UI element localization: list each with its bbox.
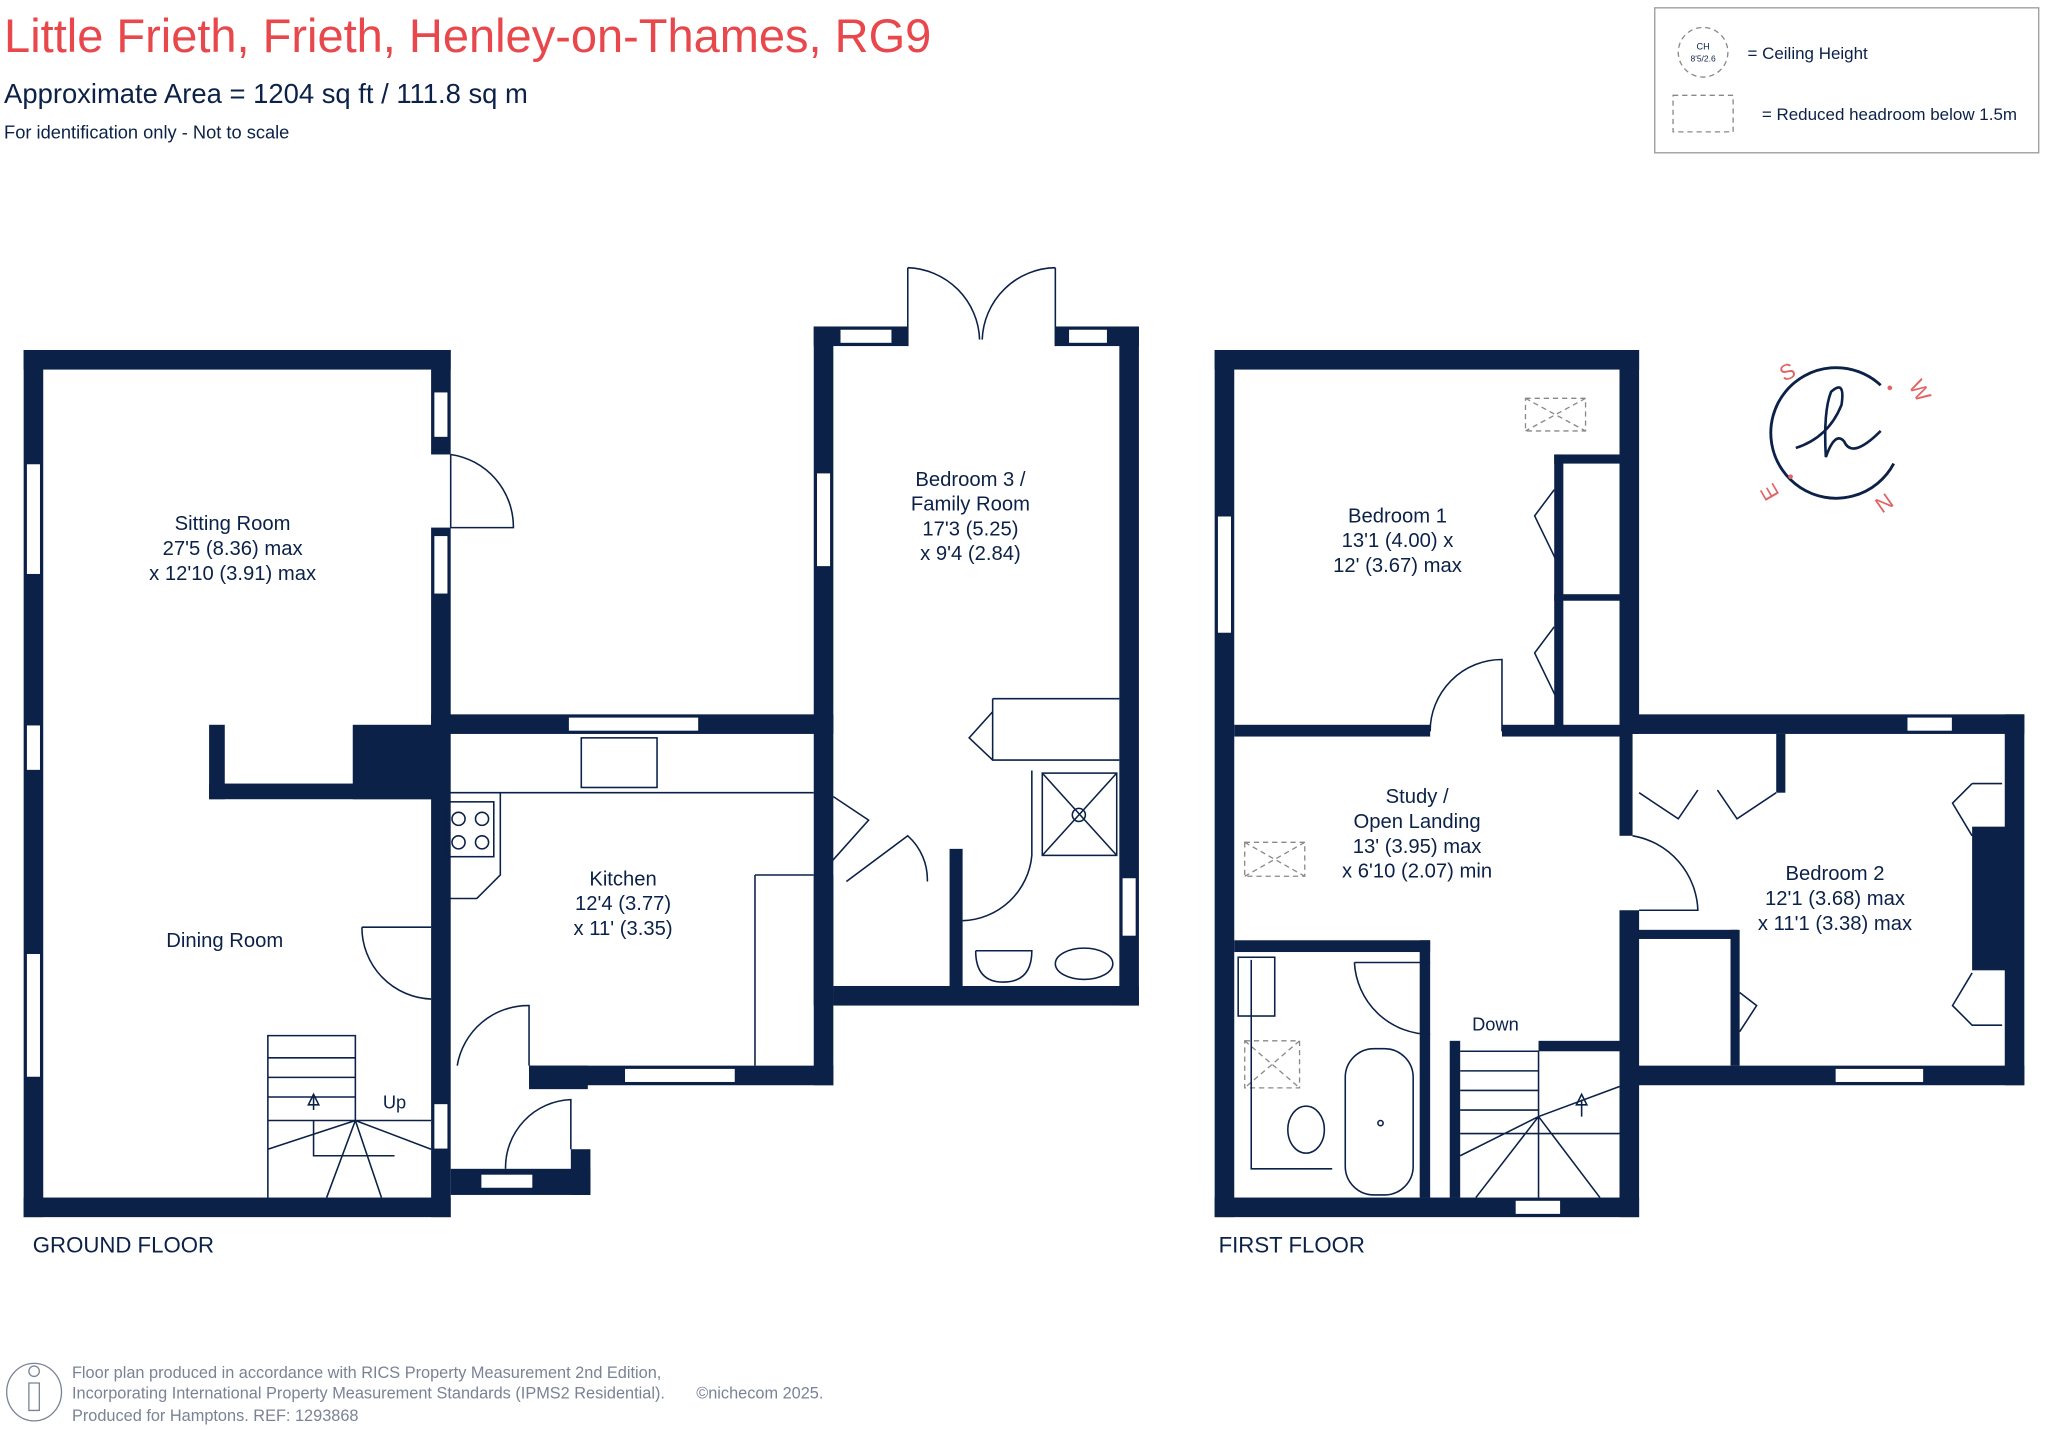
footer-line3: Produced for Hamptons. REF: 1293868 [72, 1407, 359, 1425]
ceiling-height-label: = Ceiling Height [1747, 44, 1868, 63]
stairs-up-label: Up [383, 1092, 406, 1113]
bedroom3-name1: Bedroom 3 / [915, 469, 1026, 491]
bedroom2-name: Bedroom 2 [1785, 863, 1884, 885]
dining-room-name: Dining Room [166, 930, 283, 952]
footer-line2: Incorporating International Property Mea… [72, 1385, 665, 1403]
bedroom1-dim1: 13'1 (4.00) x [1342, 530, 1454, 552]
bedroom3-dim2: x 9'4 (2.84) [920, 543, 1021, 565]
person-icon [6, 1362, 63, 1422]
approximate-area: Approximate Area = 1204 sq ft / 111.8 sq… [4, 78, 528, 109]
ground-floor-walls [23, 266, 1139, 1218]
study-dim2: x 6'10 (2.07) min [1342, 861, 1492, 883]
bedroom2-dim2: x 11'1 (3.38) max [1758, 913, 1912, 935]
compass: S W N E [1755, 357, 1936, 518]
kitchen-name: Kitchen [589, 868, 657, 890]
study-dim1: 13' (3.95) max [1353, 836, 1482, 858]
compass-ring [1769, 366, 1896, 500]
study-name2: Open Landing [1354, 811, 1481, 833]
bedroom3-name2: Family Room [911, 494, 1030, 516]
basin-icon [974, 949, 1033, 983]
sitting-room-name: Sitting Room [175, 513, 291, 535]
shower-icon [1041, 772, 1118, 857]
property-title: Little Frieth, Frieth, Henley-on-Thames,… [4, 9, 931, 62]
footer-copyright: ©nichecom 2025. [696, 1385, 823, 1403]
stairs-down-label: Down [1472, 1013, 1519, 1034]
kitchen-dim1: 12'4 (3.77) [575, 893, 671, 915]
study-name1: Study / [1386, 786, 1449, 808]
hob-icon [445, 801, 495, 858]
first-floor-label: FIRST FLOOR [1219, 1232, 1365, 1257]
toilet-icon [1054, 947, 1114, 981]
bedroom1-name: Bedroom 1 [1348, 505, 1447, 527]
ceiling-height-symbol [1677, 26, 1729, 78]
legend: CH 8'5/2.6 = Ceiling Height = Reduced he… [1654, 7, 2040, 154]
sitting-room-dim2: x 12'10 (3.91) max [149, 563, 316, 585]
sink-icon [580, 737, 658, 789]
ceiling-symbol-bottom: 8'5/2.6 [1691, 53, 1716, 63]
compass-n: N [1870, 488, 1897, 518]
scale-note: For identification only - Not to scale [4, 121, 289, 142]
reduced-headroom-label: = Reduced headroom below 1.5m [1762, 105, 2017, 124]
ground-floor-label: GROUND FLOOR [33, 1232, 214, 1257]
bath-icon [1344, 1047, 1414, 1196]
bedroom1-dim2: 12' (3.67) max [1333, 555, 1462, 577]
basin-icon [1237, 956, 1276, 1017]
toilet-icon [1287, 1105, 1326, 1154]
ceiling-symbol-top: CH [1696, 42, 1709, 52]
first-floor-walls [1214, 349, 2025, 1218]
bedroom2-dim1: 12'1 (3.68) max [1765, 888, 1905, 910]
kitchen-dim2: x 11' (3.35) [574, 918, 673, 940]
compass-w: W [1904, 375, 1936, 406]
sitting-room-dim1: 27'5 (8.36) max [163, 538, 303, 560]
footer-line1: Floor plan produced in accordance with R… [72, 1364, 661, 1382]
bedroom3-dim1: 17'3 (5.25) [922, 518, 1018, 540]
reduced-headroom-symbol [1672, 94, 1734, 133]
footer: Floor plan produced in accordance with R… [6, 1362, 823, 1425]
hamptons-logo-icon [1795, 386, 1882, 458]
compass-e: E [1755, 480, 1784, 505]
